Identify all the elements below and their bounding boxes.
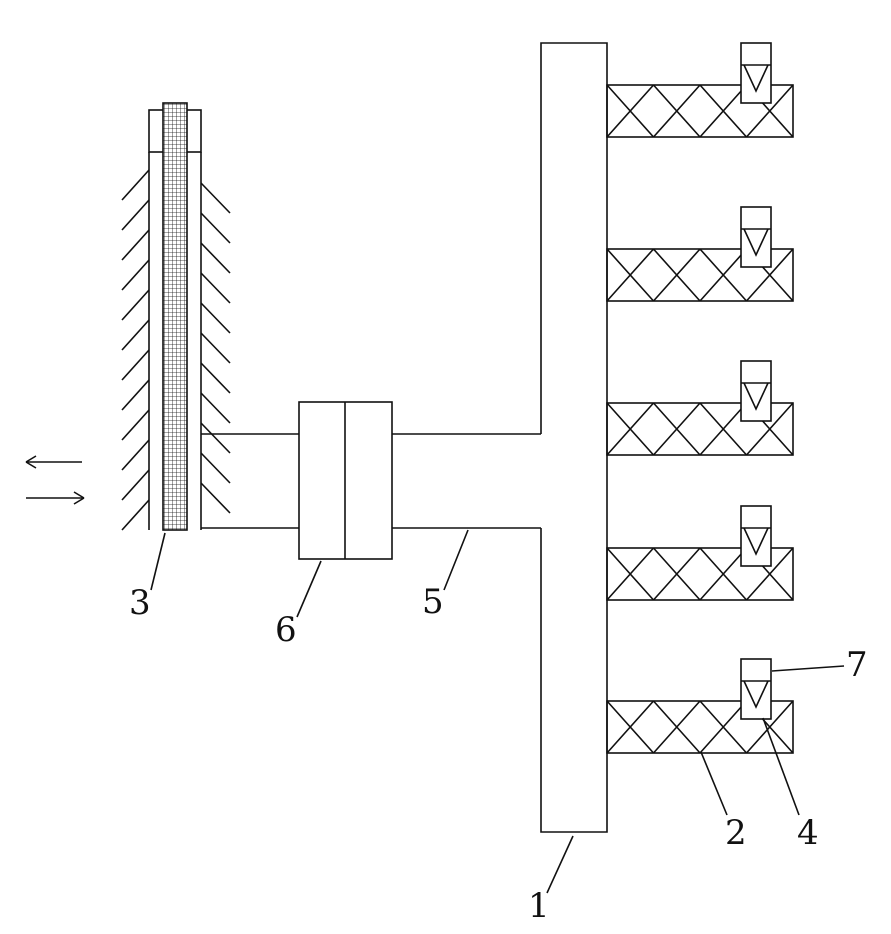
branch-pipe [607, 43, 793, 137]
label-valve: 4 [797, 813, 819, 853]
sensor-box [741, 43, 771, 103]
label-pipe: 2 [725, 813, 747, 853]
left-wall-hatching [122, 170, 149, 530]
hatch-mark [122, 350, 149, 380]
hatch-mark [201, 483, 230, 513]
hatch-mark [201, 183, 230, 213]
branch-pipe [607, 659, 793, 753]
hatch-mark [122, 500, 149, 530]
branch-pipe [607, 361, 793, 455]
hatch-mark [122, 290, 149, 320]
sensor-box [741, 659, 771, 719]
hatch-mark [122, 170, 149, 200]
hatch-mark [122, 320, 149, 350]
hatch-mark [201, 273, 230, 303]
hatch-mark [201, 303, 230, 333]
label-unit: 6 [275, 610, 297, 650]
branch-pipes [607, 43, 793, 753]
hatch-mark [122, 200, 149, 230]
label-sensor: 7 [846, 645, 868, 685]
left-arrow [26, 456, 82, 468]
hatch-mark [201, 423, 230, 453]
hatch-mark [122, 380, 149, 410]
hatch-mark [201, 243, 230, 273]
label-manifold: 1 [528, 886, 550, 926]
hatch-mark [201, 453, 230, 483]
hatch-mark [122, 260, 149, 290]
rod-assembly [122, 103, 230, 530]
right-arrow [26, 492, 84, 504]
hatch-mark [201, 333, 230, 363]
hatch-mark [122, 230, 149, 260]
sensor-box [741, 207, 771, 267]
branch-pipe [607, 207, 793, 301]
label-rod: 3 [129, 583, 151, 623]
label-conduit: 5 [422, 582, 444, 622]
hatch-mark [201, 213, 230, 243]
hatch-mark [122, 470, 149, 500]
manifold [541, 43, 607, 832]
sensor-box [741, 361, 771, 421]
hatch-mark [201, 393, 230, 423]
hatch-mark [201, 363, 230, 393]
grid-rod [163, 103, 187, 530]
hatch-mark [122, 440, 149, 470]
hatch-mark [122, 410, 149, 440]
sensor-box [741, 506, 771, 566]
branch-pipe [607, 506, 793, 600]
unit-box [299, 402, 392, 559]
right-wall-hatching [201, 183, 230, 513]
